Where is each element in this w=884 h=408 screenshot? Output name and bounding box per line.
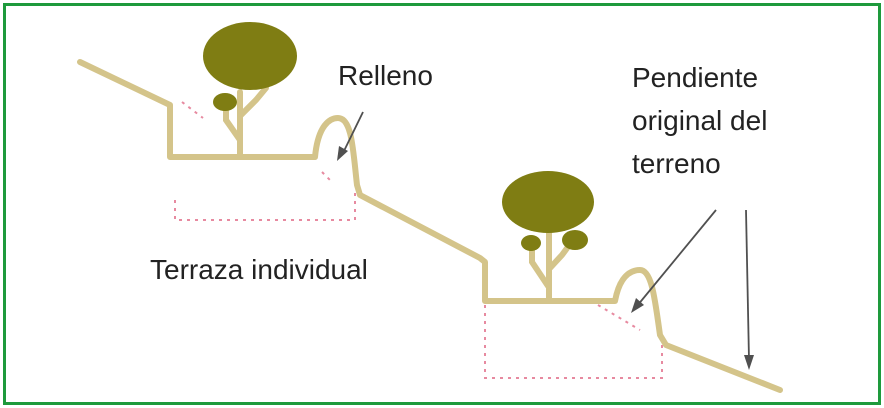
vertical-arrow-head	[744, 355, 754, 370]
lower-terrace-dotted-outline	[484, 305, 663, 379]
terrace-label: Terraza individual	[150, 254, 368, 285]
arrows	[337, 111, 754, 370]
fill-arrow-line	[342, 111, 364, 154]
fill-arrow-head	[337, 146, 348, 161]
slope-label-line1: Pendiente	[632, 62, 759, 93]
diagram-border	[3, 3, 881, 405]
upper-fill-dotted-line	[321, 171, 331, 181]
slope-arrow-head	[631, 298, 644, 313]
lower-fill-dotted-line	[597, 304, 641, 331]
upper-cut-dotted-line	[181, 101, 204, 119]
lower-tree-small-canopy-right	[562, 230, 588, 250]
fill-label: Relleno	[338, 60, 433, 91]
slope-arrow-line	[636, 209, 717, 307]
lower-tree-small-canopy-left	[521, 235, 541, 251]
vertical-arrow-line	[745, 209, 750, 361]
upper-terrace-dotted-outline	[174, 193, 356, 221]
upper-tree	[203, 22, 297, 158]
slope-label-line3: terreno	[632, 148, 721, 179]
terrain-profile	[77, 59, 783, 393]
upper-tree-small-canopy	[213, 93, 237, 111]
slope-label-line2: original del	[632, 105, 768, 136]
lower-tree	[502, 171, 594, 302]
upper-tree-canopy	[203, 22, 297, 90]
dotted-guides	[174, 101, 663, 379]
lower-tree-canopy	[502, 171, 594, 233]
